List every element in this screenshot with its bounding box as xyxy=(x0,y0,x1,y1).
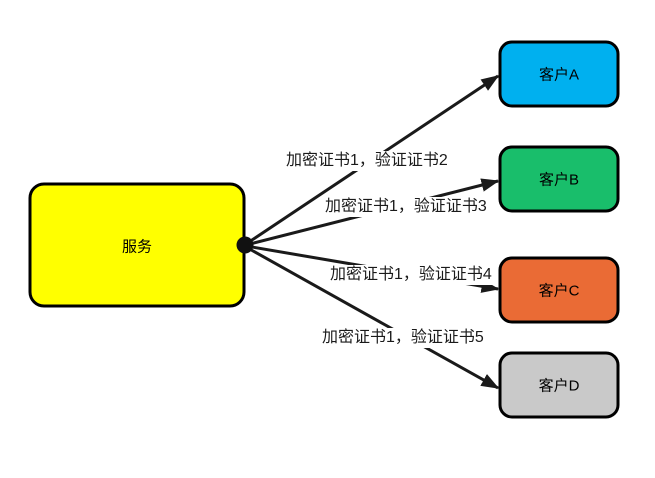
node-clientC xyxy=(498,256,620,324)
node-clientA xyxy=(498,40,620,108)
edge-label-cert5: 加密证书1，验证证书5 xyxy=(320,328,486,348)
connection-dot-icon xyxy=(236,236,254,254)
node-clientD xyxy=(498,351,620,419)
edge-label-cert4: 加密证书1，验证证书4 xyxy=(328,265,494,285)
node-clientB-label: 客户B xyxy=(539,171,579,188)
edge-service-to-clientD xyxy=(245,245,500,390)
node-clientA-label: 客户A xyxy=(539,66,579,83)
edge-label-cert2: 加密证书1，验证证书2 xyxy=(284,151,450,171)
node-clientD-label: 客户D xyxy=(539,377,580,394)
node-clientB xyxy=(498,145,620,213)
edge-label-cert3: 加密证书1，验证证书3 xyxy=(323,197,489,217)
node-clientC-label: 客户C xyxy=(539,282,580,299)
node-service-label: 服务 xyxy=(122,238,152,255)
